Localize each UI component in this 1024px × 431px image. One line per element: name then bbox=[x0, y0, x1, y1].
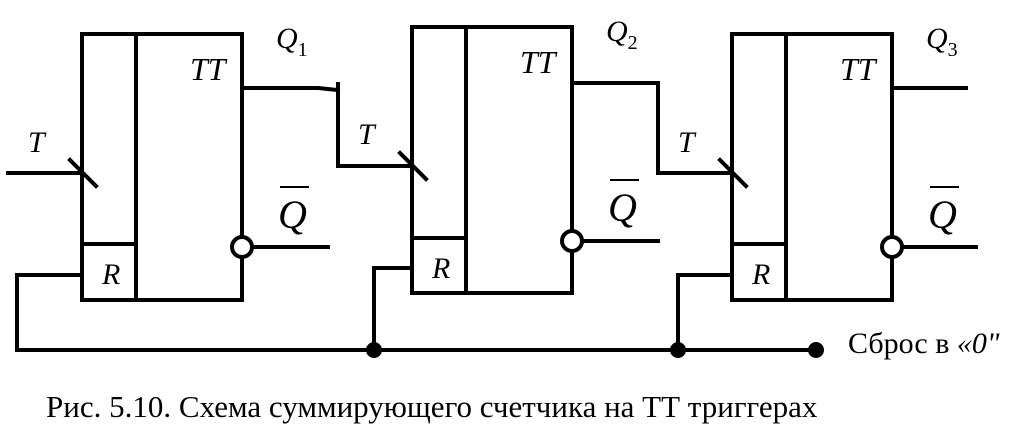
trigger-1-input-label: T bbox=[28, 126, 47, 159]
trigger-3-reset-wire bbox=[676, 273, 734, 352]
trigger-3-q-label: Q3 bbox=[926, 22, 958, 61]
trigger-3-inverter-bubble bbox=[880, 235, 904, 259]
trigger-2-type-label: TT bbox=[520, 44, 558, 80]
trigger-2-clock-mark bbox=[397, 150, 429, 182]
trigger-2-inverter-bubble bbox=[560, 229, 584, 253]
trigger-3-clock-mark bbox=[717, 157, 749, 189]
trigger-1-q-output bbox=[240, 86, 341, 93]
reset-label: Сброс в «0" bbox=[848, 327, 1000, 360]
trigger-1-type-label: TT bbox=[190, 51, 228, 87]
trigger-1-clock-mark bbox=[67, 157, 99, 189]
trigger-2-reset-wire bbox=[372, 266, 414, 352]
trigger-1-q-label: Q1 bbox=[276, 22, 308, 61]
junction-dot-1 bbox=[366, 342, 382, 358]
trigger-3-input-label: T bbox=[678, 126, 697, 159]
junction-dot-2 bbox=[670, 342, 686, 358]
trigger-1-qbar-label: Q bbox=[278, 192, 307, 237]
trigger-1-inverter-bubble bbox=[230, 235, 254, 259]
trigger-1-reset-label: R bbox=[101, 258, 120, 291]
trigger-1-body bbox=[80, 32, 244, 302]
trigger-2-q-label: Q2 bbox=[606, 15, 638, 54]
link-q2-to-t3 bbox=[570, 81, 734, 175]
trigger-2-qbar-label: Q bbox=[608, 185, 637, 230]
trigger-3-type-label: TT bbox=[840, 51, 878, 87]
reset-terminal-dot bbox=[808, 342, 824, 358]
figure-caption: Рис. 5.10. Схема суммирующего счетчика н… bbox=[46, 389, 818, 424]
trigger-3-qbar-label: Q bbox=[928, 192, 957, 237]
trigger-2-input-label: T bbox=[358, 118, 377, 151]
trigger-3: TT T R Q3 Q bbox=[676, 22, 978, 352]
trigger-1: TT T R Q1 Q bbox=[6, 22, 341, 352]
link-q1-to-t2 bbox=[336, 82, 414, 168]
trigger-1-reset-wire bbox=[15, 273, 84, 352]
trigger-3-reset-label: R bbox=[751, 258, 770, 291]
trigger-2: TT T R Q2 Q bbox=[358, 15, 734, 352]
trigger-2-reset-label: R bbox=[431, 252, 450, 285]
trigger-2-body bbox=[410, 25, 574, 295]
trigger-3-body bbox=[730, 32, 894, 302]
